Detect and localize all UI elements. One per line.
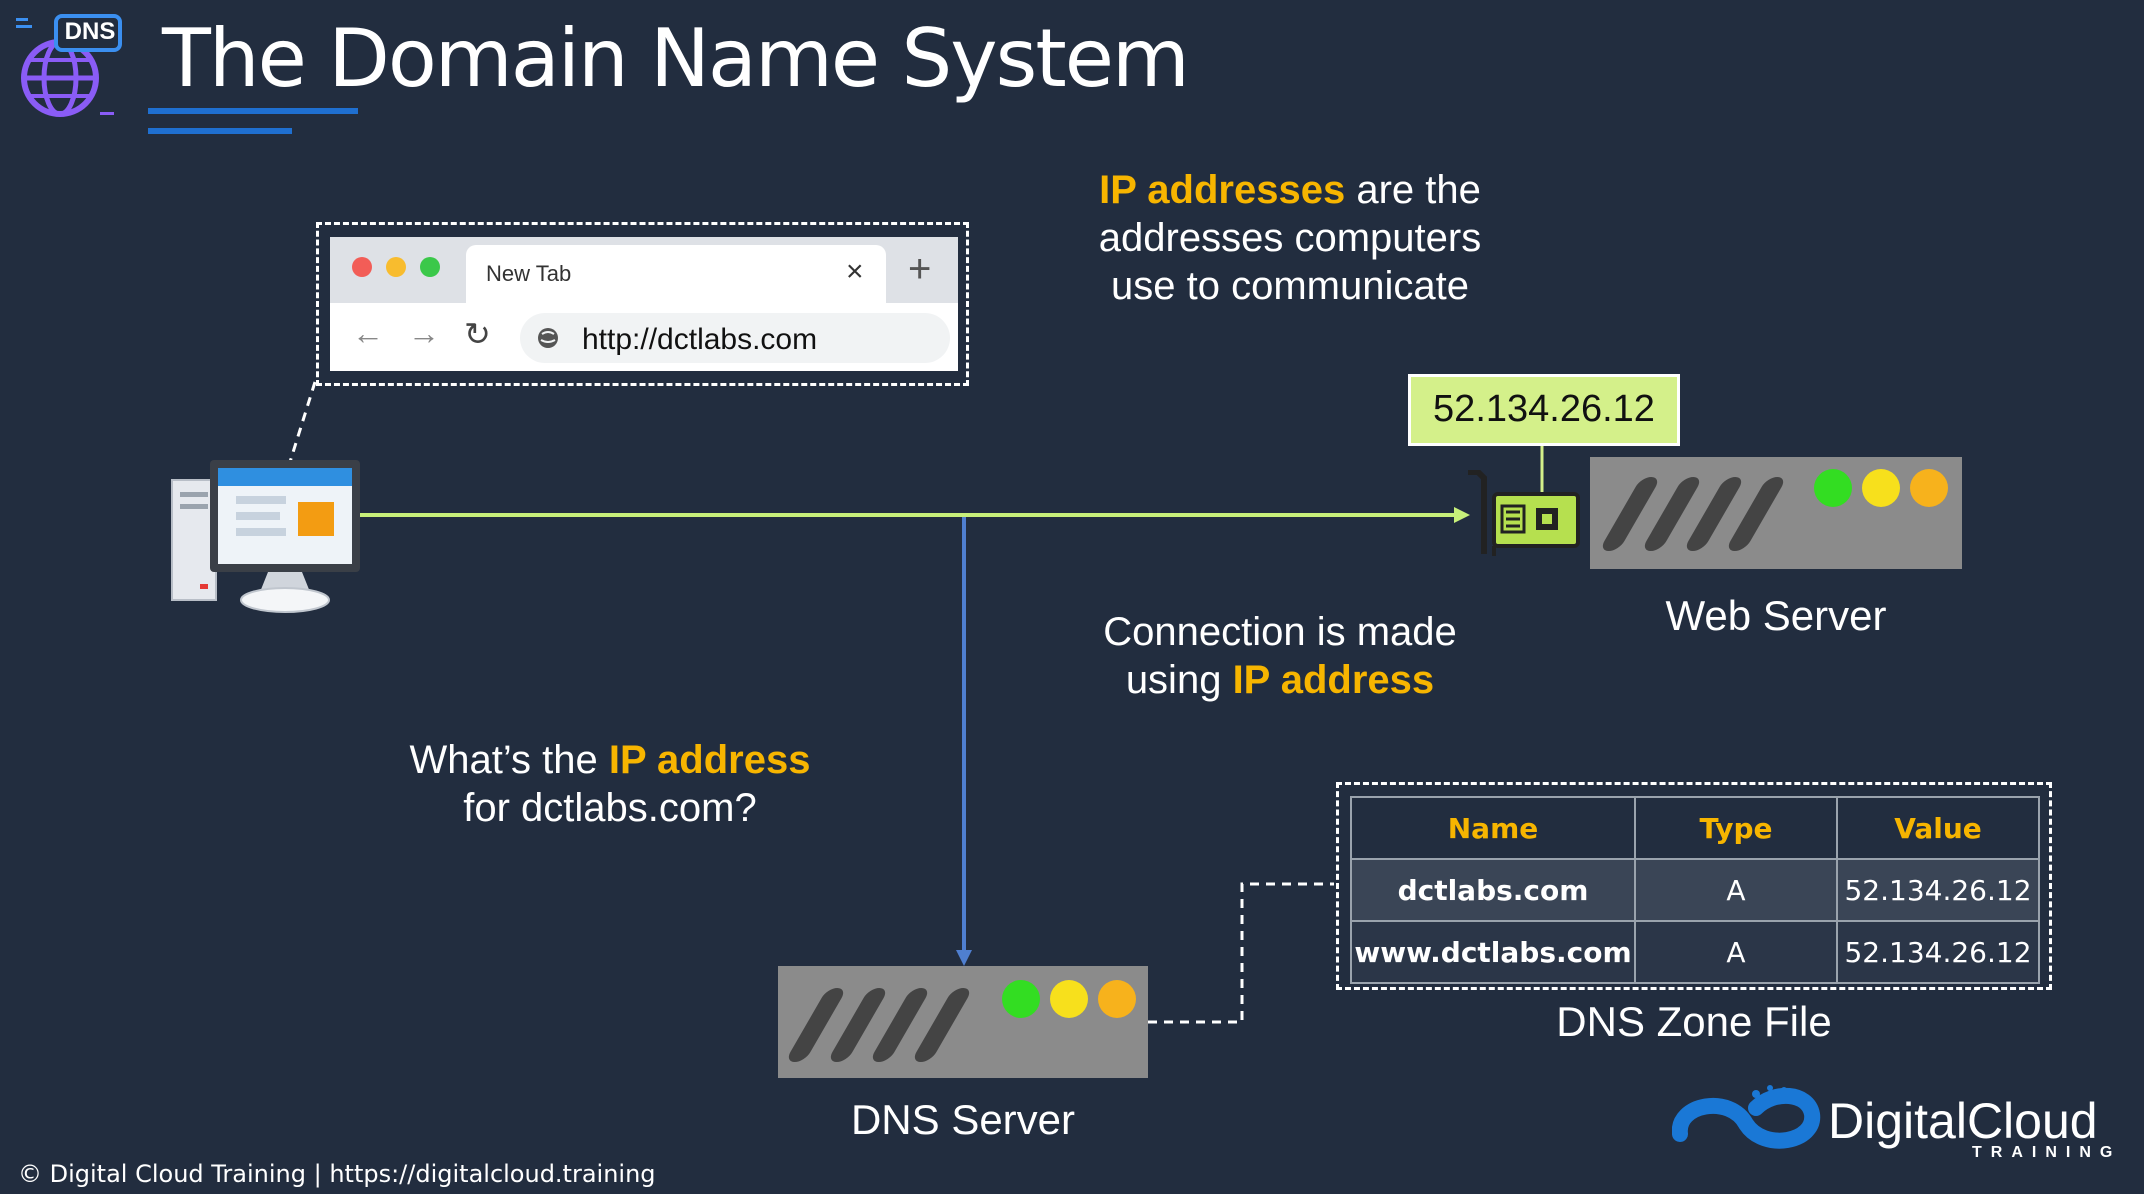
dns-logo: DNS: [12, 14, 122, 120]
connection-note: Connection is made using IP address: [1060, 608, 1500, 704]
dns-server-label: DNS Server: [850, 1096, 1076, 1143]
new-tab-plus-icon[interactable]: +: [908, 247, 932, 291]
column-header-type: Type: [1634, 796, 1838, 860]
connection-line1: Connection is made: [1103, 610, 1457, 654]
record-value: 52.134.26.12: [1836, 858, 2040, 922]
question-highlight: IP address: [608, 738, 811, 782]
record-type: A: [1634, 858, 1838, 922]
footer-copyright: © Digital Cloud Training | https://digit…: [18, 1160, 656, 1188]
ip-callout-line3: use to communicate: [1111, 264, 1469, 308]
dns-question: What’s the IP address for dctlabs.com?: [380, 736, 840, 832]
address-bar[interactable]: http://dctlabs.com: [520, 313, 950, 363]
yellow-led: [1050, 980, 1088, 1018]
browser-frame: [316, 222, 969, 386]
zone-file-label: DNS Zone File: [1556, 998, 1832, 1045]
ip-callout-line2: addresses computers: [1098, 216, 1482, 260]
green-led: [1002, 980, 1040, 1018]
window-maximize-dot[interactable]: [420, 257, 440, 277]
browser-to-pc-dashed: [288, 381, 317, 463]
tab-label: New Tab: [486, 261, 572, 286]
title-underline: [148, 108, 358, 114]
record-name: www.dctlabs.com: [1350, 920, 1636, 984]
globe-icon: [538, 328, 558, 348]
window-close-dot[interactable]: [352, 257, 372, 277]
forward-arrow-icon[interactable]: →: [408, 315, 440, 351]
back-arrow-icon[interactable]: ←: [352, 315, 384, 351]
ip-callout: IP addresses are the addresses computers…: [1060, 166, 1520, 310]
dns-to-zone-dashed: [1148, 882, 1334, 1024]
connection-line2-prefix: using: [1125, 658, 1233, 702]
tab-new-tab[interactable]: New Tab ×: [466, 245, 886, 303]
record-name: dctlabs.com: [1350, 858, 1636, 922]
ip-callout-highlight: IP addresses: [1099, 168, 1346, 212]
web-server-ip-box: 52.134.26.12: [1408, 374, 1680, 446]
brand-sub: TRAINING: [1972, 1144, 2122, 1161]
orange-led: [1910, 469, 1948, 507]
record-type: A: [1634, 920, 1838, 984]
dns-query-arrowhead: [956, 950, 972, 966]
orange-led: [1098, 980, 1136, 1018]
reload-icon[interactable]: ↻: [464, 316, 491, 352]
nav-row: ← → ↻ http://dctlabs.com: [330, 303, 958, 371]
ip-callout-line1-rest: are the: [1345, 168, 1481, 212]
digitalcloud-logo-icon: [1672, 1085, 1821, 1149]
web-server: [1590, 457, 1962, 569]
connection-arrowhead: [1454, 507, 1470, 523]
url-text: http://dctlabs.com: [582, 323, 818, 356]
question-line2: for dctlabs.com?: [463, 786, 757, 830]
title-underline-short: [148, 128, 292, 134]
table-header-row: Name Type Value: [1350, 796, 2040, 860]
green-led: [1814, 469, 1852, 507]
network-card-icon: [1468, 470, 1580, 556]
zone-file-frame: [1336, 782, 2052, 990]
table-row: www.dctlabs.com A 52.134.26.12: [1350, 920, 2040, 984]
globe-dns-icon: [16, 14, 122, 117]
tab-bar: New Tab × +: [330, 237, 958, 303]
browser-window: New Tab × + ← → ↻ http://dctlabs.com: [330, 237, 958, 371]
window-minimize-dot[interactable]: [386, 257, 406, 277]
yellow-led: [1862, 469, 1900, 507]
record-value: 52.134.26.12: [1836, 920, 2040, 984]
client-computer-icon: [171, 460, 360, 613]
zone-file-table: Name Type Value dctlabs.com A 52.134.26.…: [1350, 796, 2040, 984]
question-prefix: What’s the: [409, 738, 609, 782]
table-row: dctlabs.com A 52.134.26.12: [1350, 858, 2040, 922]
dns-badge-text: DNS: [64, 18, 116, 45]
column-header-name: Name: [1350, 796, 1636, 860]
dns-server: [778, 966, 1148, 1078]
close-icon[interactable]: ×: [846, 255, 864, 288]
page-title: The Domain Name System: [162, 12, 1190, 105]
web-server-label: Web Server: [1665, 592, 1887, 639]
connection-line2-highlight: IP address: [1232, 658, 1435, 702]
column-header-value: Value: [1836, 796, 2040, 860]
brand-name: DigitalCloud: [1828, 1093, 2098, 1149]
